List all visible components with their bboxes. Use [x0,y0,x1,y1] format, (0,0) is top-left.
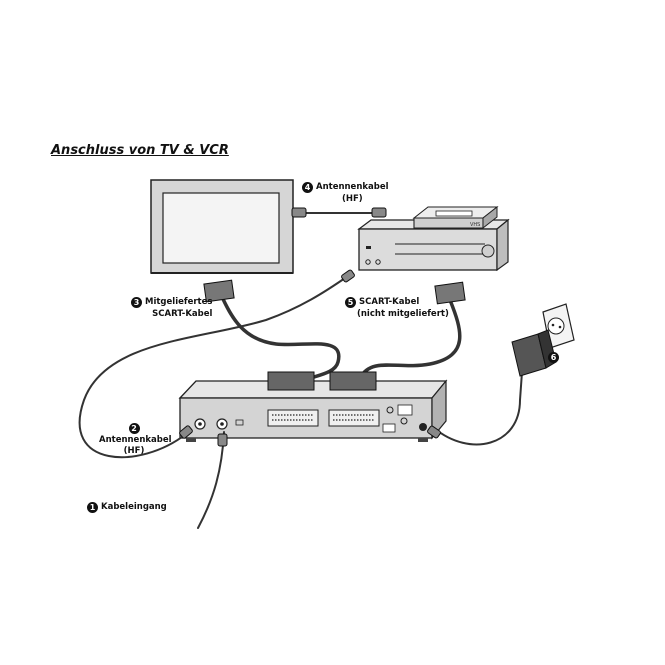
label-line: Antennenkabel [99,435,172,445]
label-line: (nicht mitgeliefert) [357,309,449,319]
label-line: Mitgeliefertes [145,297,213,307]
callout-number: 5 [345,297,356,308]
rf-plug-icon [179,207,441,447]
label-line: SCART-Kabel [152,309,213,319]
label-antenna-cable-left: 2 Antennenkabel (HF) [99,423,172,457]
vcr-icon: VHS [357,205,510,272]
diagram-title: Anschluss von TV & VCR [51,143,229,158]
receiver-icon [178,379,448,442]
cables [78,212,523,529]
callout-number: 3 [131,297,142,308]
label-line: Antennenkabel [316,182,389,192]
callout-number: 4 [302,182,313,193]
callout-number: 2 [128,423,140,434]
callout-number: 1 [87,502,98,513]
label-line: SCART-Kabel [359,297,420,307]
power-adapter-icon [511,303,575,377]
scart-plug-icon [203,279,466,391]
label-line: (HF) [342,194,363,204]
vcr-brand-text: VHS [470,222,480,228]
callout-number: 6 [548,352,559,363]
label-line: (HF) [123,446,145,456]
label-line: Kabeleingang [101,502,167,512]
label-power-adapter: 6 [548,352,562,364]
tv-icon [150,179,294,274]
